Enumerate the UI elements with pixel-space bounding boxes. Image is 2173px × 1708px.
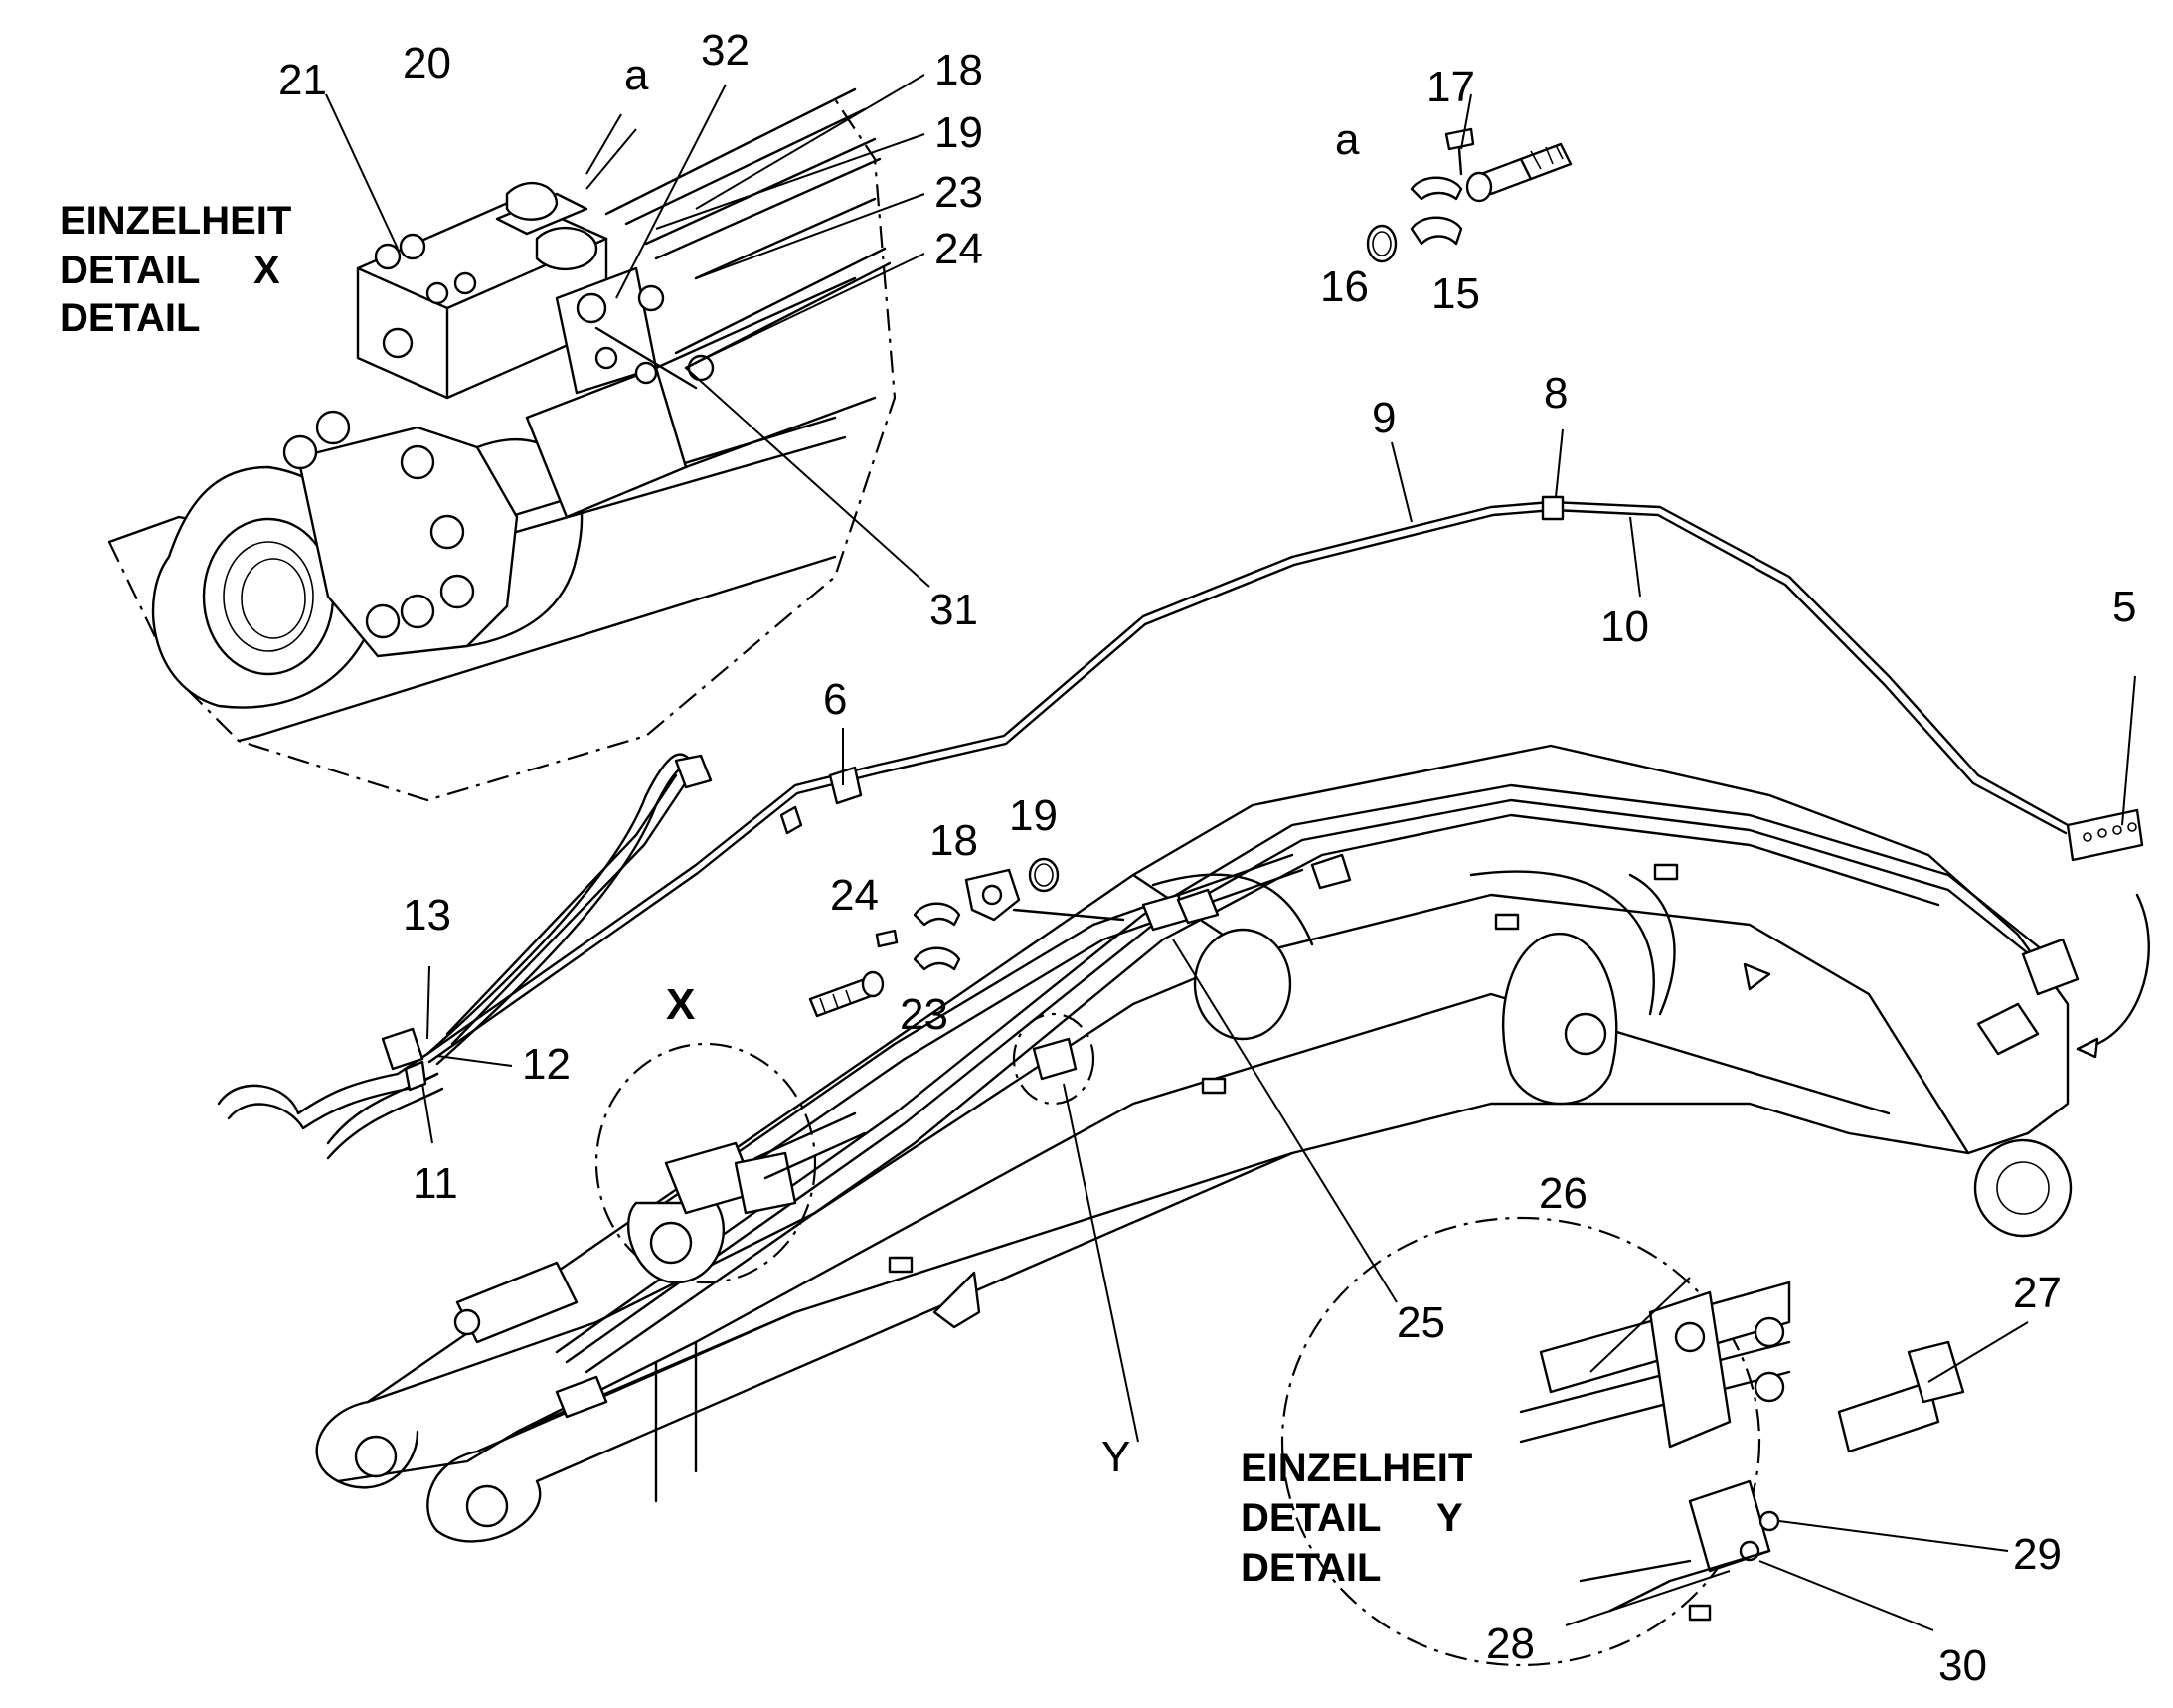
callout-29: 29 bbox=[2013, 1530, 2062, 1579]
detail-y-view bbox=[1280, 1216, 1965, 1667]
callout-9: 9 bbox=[1372, 394, 1396, 442]
detail-x-line1: EINZELHEIT bbox=[60, 199, 291, 243]
callout-28: 28 bbox=[1486, 1620, 1535, 1668]
callout-16: 16 bbox=[1320, 262, 1369, 311]
callout-11: 11 bbox=[413, 1159, 458, 1208]
callout-8: 8 bbox=[1544, 369, 1568, 418]
detail-y-letter: Y bbox=[1436, 1496, 1463, 1540]
callout-18-mid: 18 bbox=[929, 816, 978, 865]
leader-lines bbox=[325, 74, 2136, 1631]
left-hose-group bbox=[217, 753, 713, 1160]
callout-21: 21 bbox=[278, 56, 327, 104]
callout-6: 6 bbox=[823, 675, 847, 724]
callout-24-top: 24 bbox=[934, 225, 983, 273]
callout-15: 15 bbox=[1431, 269, 1480, 318]
callout-12: 12 bbox=[522, 1040, 571, 1089]
marker-a-exploded: a bbox=[1335, 115, 1360, 164]
exploded-parts-mid bbox=[808, 857, 1125, 1018]
callout-30: 30 bbox=[1938, 1641, 1987, 1690]
detail-y-line2: DETAIL bbox=[1241, 1496, 1381, 1540]
detail-y-line1: EINZELHEIT bbox=[1241, 1447, 1472, 1490]
callout-27: 27 bbox=[2013, 1269, 2062, 1317]
callout-23-mid: 23 bbox=[900, 990, 948, 1039]
detail-x-view bbox=[107, 87, 897, 802]
marker-a-top: a bbox=[624, 51, 649, 99]
detail-y-caption: EINZELHEIT DETAIL Y DETAIL bbox=[1241, 1447, 1472, 1590]
callout-numbers: 5 6 8 9 10 11 12 13 15 16 17 18 19 20 21… bbox=[278, 26, 2136, 1690]
detail-circles-on-boom bbox=[594, 1012, 1095, 1284]
marker-y: Y bbox=[1101, 1433, 1130, 1481]
callout-10: 10 bbox=[1600, 602, 1649, 651]
detail-x-line3: DETAIL bbox=[60, 296, 200, 340]
callout-24-mid: 24 bbox=[830, 871, 879, 920]
routing-hose-line bbox=[425, 495, 2070, 1064]
callout-19-mid: 19 bbox=[1009, 791, 1058, 840]
detail-y-line3: DETAIL bbox=[1241, 1546, 1381, 1590]
callout-19-top: 19 bbox=[934, 108, 983, 157]
callout-20: 20 bbox=[403, 39, 451, 87]
exploded-parts-a bbox=[1366, 127, 1573, 263]
detail-x-caption: EINZELHEIT DETAIL X DETAIL bbox=[60, 199, 291, 340]
callout-23-top: 23 bbox=[934, 168, 983, 217]
callout-32: 32 bbox=[701, 26, 750, 75]
detail-x-letter: X bbox=[253, 249, 280, 292]
marker-x: X bbox=[666, 980, 695, 1029]
view-markers: X Y a a bbox=[624, 51, 1360, 1481]
callout-31: 31 bbox=[929, 586, 978, 634]
callout-13: 13 bbox=[403, 891, 451, 939]
callout-17: 17 bbox=[1426, 63, 1475, 111]
callout-26: 26 bbox=[1539, 1169, 1588, 1218]
detail-x-line2: DETAIL bbox=[60, 249, 200, 292]
callout-25: 25 bbox=[1397, 1298, 1445, 1347]
main-boom bbox=[315, 744, 2150, 1543]
callout-18-top: 18 bbox=[934, 46, 983, 94]
callout-5: 5 bbox=[2112, 583, 2136, 631]
